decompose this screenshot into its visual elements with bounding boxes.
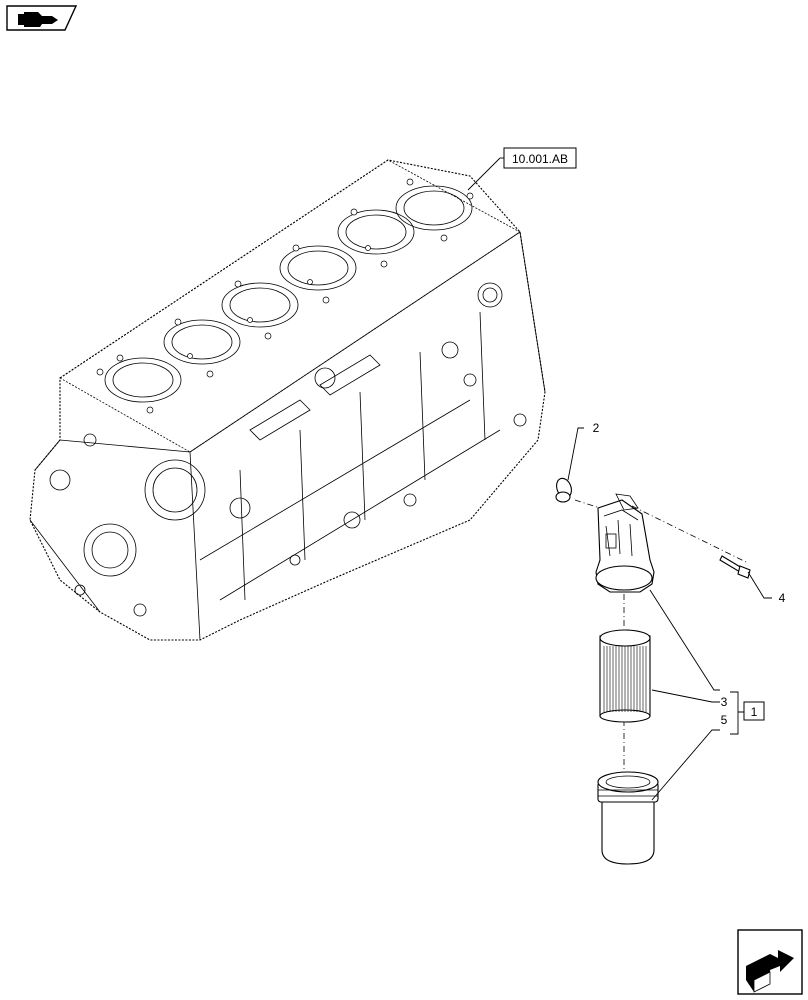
reference-label: 10.001.AB — [512, 152, 568, 166]
callout-oring: 2 — [593, 421, 600, 435]
callout-kit: 1 — [751, 705, 758, 719]
kit-box[interactable]: 1 — [743, 701, 765, 721]
o-ring — [555, 477, 572, 503]
cylinder-bores — [104, 185, 473, 403]
navigation-arrow-icon[interactable] — [737, 929, 803, 995]
filter-bowl — [597, 771, 659, 865]
callout-bolt: 4 — [779, 591, 786, 605]
callout-filter-element: 3 — [721, 695, 728, 709]
filter-element — [599, 629, 651, 723]
filter-head — [595, 493, 655, 593]
bolt — [719, 555, 751, 579]
reference-box[interactable]: 10.001.AB — [503, 147, 577, 169]
engine-block — [29, 159, 546, 641]
kit-bracket — [730, 691, 744, 735]
catalogue-arrow-icon[interactable] — [6, 5, 78, 31]
callout-filter-bowl: 5 — [721, 713, 728, 727]
deck-holes — [96, 178, 474, 414]
